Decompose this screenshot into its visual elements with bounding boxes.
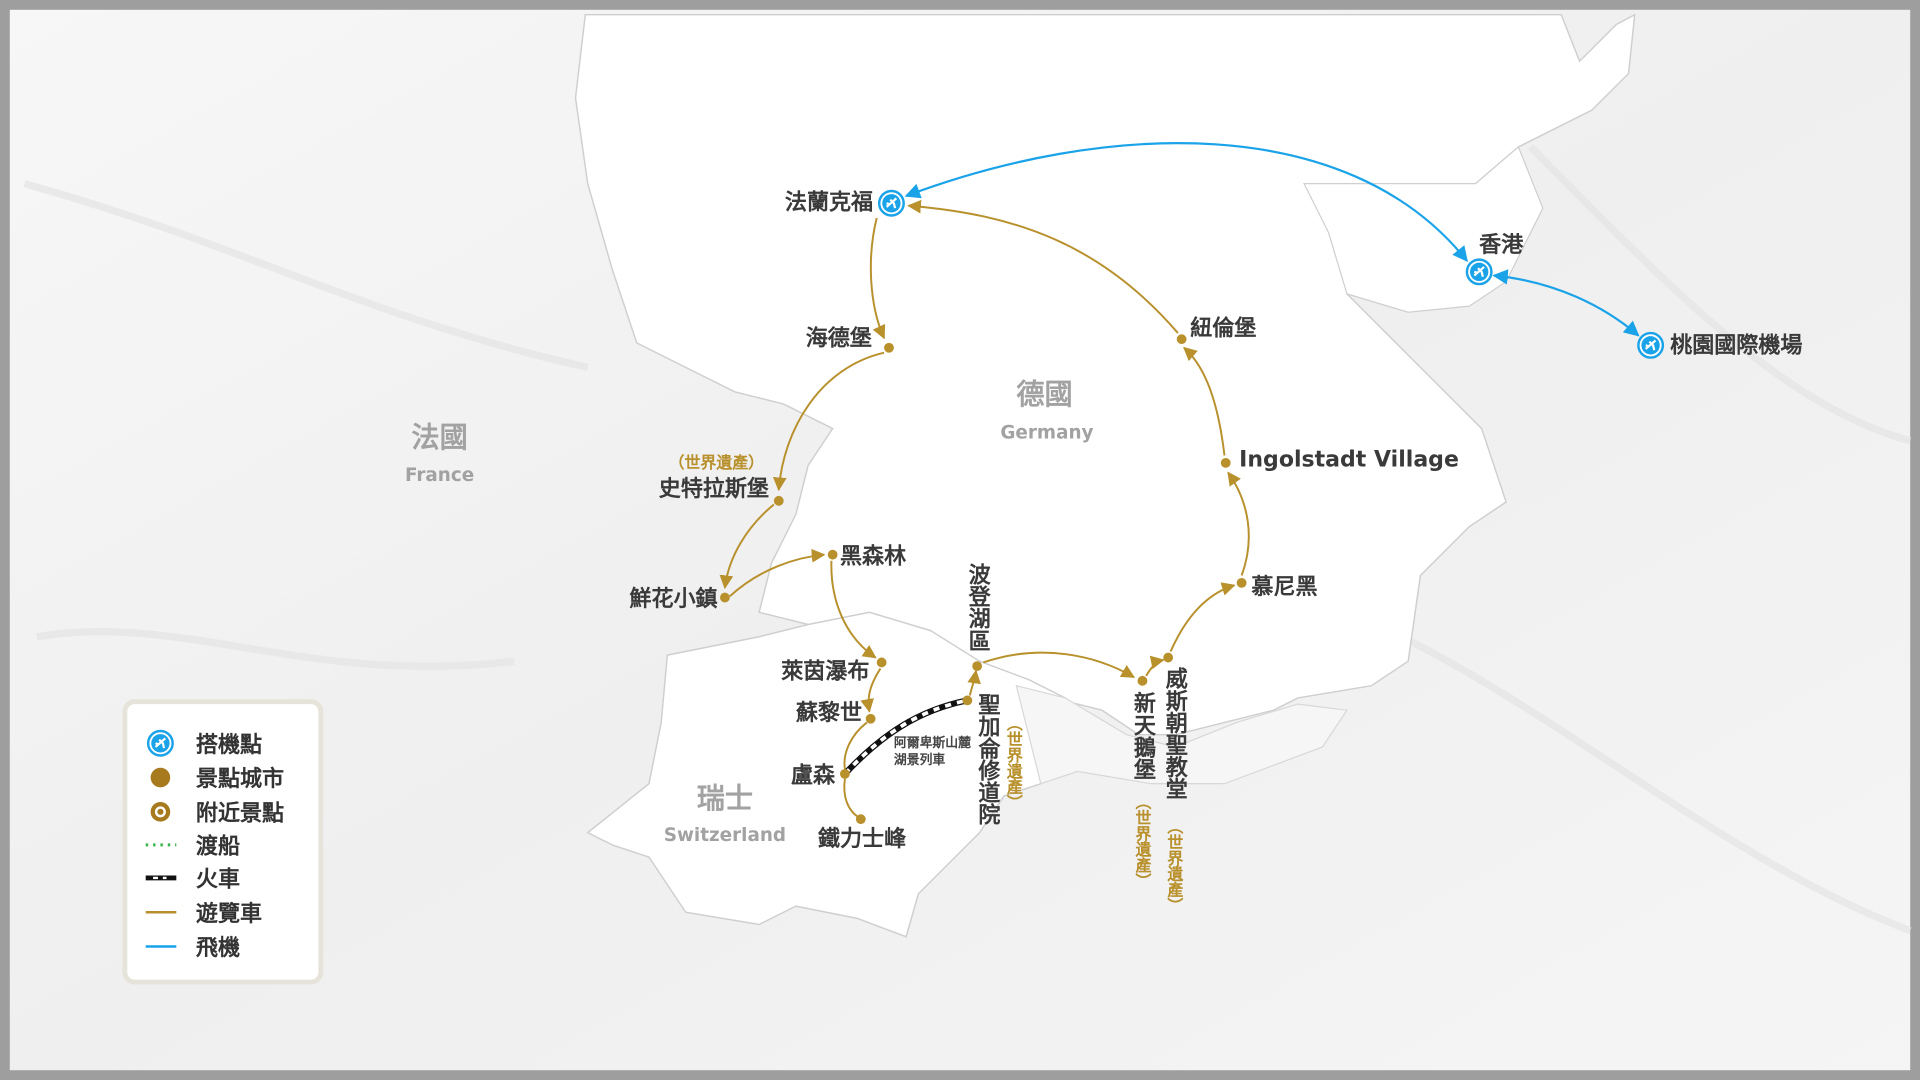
train-label-line2: 湖景列車 — [894, 752, 946, 768]
legend-label: 附近景點 — [196, 800, 284, 826]
country-germany-en: Germany — [1000, 422, 1093, 443]
legend-label: 火車 — [196, 868, 240, 893]
legend: 搭機點 景點城市 附近景點 渡船 火車 遊覽車 飛機 — [122, 699, 324, 985]
airport-icon-hongkong — [1465, 258, 1493, 286]
nearby-spot-icon — [150, 802, 171, 822]
country-switzerland: 瑞士 — [697, 782, 753, 815]
label-strasbourg: 史特拉斯堡 — [659, 476, 769, 502]
label-neuschwanstein-note: （世界遺產） — [1133, 793, 1152, 888]
label-neuschwanstein: 新天鵝堡 — [1130, 691, 1156, 780]
label-strasbourg-note: （世界遺產） — [669, 453, 764, 472]
switzerland-land — [586, 611, 1079, 938]
label-frankfurt: 法蘭克福 — [785, 189, 873, 215]
label-st-gallen: 聖加侖修道院 — [974, 693, 1001, 827]
austria-land — [1015, 684, 1348, 785]
flight-route-hongkong-taoyuan — [1492, 269, 1640, 337]
label-heidelberg: 海德堡 — [806, 325, 872, 351]
label-nuremberg: 紐倫堡 — [1190, 316, 1256, 342]
label-zurich: 蘇黎世 — [795, 700, 862, 726]
label-titlis: 鐵力士峰 — [818, 827, 907, 852]
legend-label: 遊覽車 — [196, 901, 262, 927]
bus-routes — [719, 199, 1250, 819]
airport-icon — [146, 729, 174, 757]
legend-label: 景點城市 — [196, 766, 284, 792]
label-lake-constance: 波登湖區 — [965, 563, 992, 651]
label-st-gallen-note: （世界遺產） — [1004, 715, 1023, 810]
label-taoyuan: 桃園國際機場 — [1670, 333, 1802, 359]
label-ingolstadt: Ingolstadt Village — [1239, 448, 1459, 473]
country-france-en: France — [405, 465, 474, 486]
legend-label: 飛機 — [196, 936, 240, 961]
airport-icon-frankfurt — [877, 189, 905, 217]
label-lucerne: 盧森 — [791, 762, 836, 788]
flight-route-frankfurt-hongkong — [904, 142, 1468, 263]
label-rhine-falls: 萊茵瀑布 — [781, 658, 869, 684]
airport-icon-taoyuan — [1637, 331, 1665, 359]
city-dot-icon — [150, 767, 171, 788]
city-dots — [720, 334, 1247, 825]
train-route — [842, 697, 968, 776]
label-flower-town: 鮮花小鎮 — [629, 586, 717, 612]
country-france: 法國 — [411, 421, 467, 454]
label-munich: 慕尼黑 — [1250, 575, 1317, 600]
label-hongkong: 香港 — [1479, 233, 1524, 258]
country-germany: 德國 — [1016, 378, 1072, 411]
legend-label: 渡船 — [196, 833, 240, 859]
label-wieskirche-note: （世界遺產） — [1165, 818, 1184, 913]
label-wieskirche: 威斯朝聖教堂 — [1162, 667, 1188, 800]
country-switzerland-en: Switzerland — [664, 825, 786, 846]
legend-label: 搭機點 — [196, 733, 262, 758]
label-black-forest: 黑森林 — [840, 543, 906, 569]
train-label-line1: 阿爾卑斯山麓 — [894, 735, 971, 751]
